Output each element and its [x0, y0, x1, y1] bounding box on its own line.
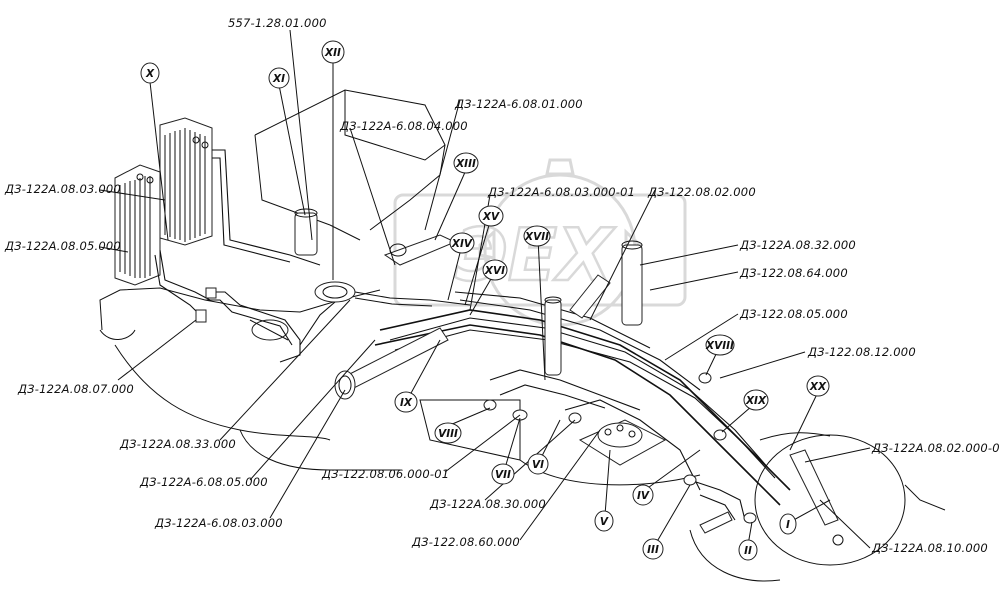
marker-xiv: XIV [449, 232, 475, 254]
svg-text:IX: IX [400, 397, 413, 409]
part-label-dz-122a-08-05-000: ДЗ-122А.08.05.000 [4, 239, 121, 253]
hydraulic-motor-left [249, 319, 289, 341]
marker-iv: IV [632, 484, 654, 506]
cylinder-lift-left [334, 327, 449, 400]
marker-ix: IX [394, 391, 418, 413]
part-label-dz-122-08-02-000: ДЗ-122.08.02.000 [647, 185, 756, 199]
front-wheel [689, 432, 946, 582]
part-label-dz-122a-08-07-000: ДЗ-122А.08.07.000 [17, 382, 134, 396]
roman-markers: X XI XII XIII XIV XV XVI XVII IX VIII VI… [140, 40, 830, 561]
oil-cooler-rear [159, 117, 213, 246]
svg-text:XII: XII [324, 47, 341, 59]
filter-canister [294, 208, 318, 256]
svg-text:XVI: XVI [484, 265, 505, 277]
svg-text:X: X [145, 68, 155, 80]
marker-xviii: XVIII [705, 334, 735, 356]
marker-vi: VI [527, 453, 549, 475]
part-label-dz-122a-6-08-03-000-01: ДЗ-122А-6.08.03.000-01 [487, 185, 635, 199]
tractor-body-outline [99, 89, 446, 471]
svg-text:XI: XI [272, 73, 285, 85]
part-label-dz-122a-6-08-03-000: ДЗ-122А-6.08.03.000 [154, 516, 283, 530]
marker-xx: XX [806, 375, 830, 397]
marker-ii: II [738, 539, 758, 561]
part-label-dz-122a-08-33-000: ДЗ-122А.08.33.000 [119, 437, 236, 451]
part-label-dz-122-08-05-000: ДЗ-122.08.05.000 [739, 307, 848, 321]
pipework-lower [419, 369, 757, 534]
svg-text:IV: IV [637, 490, 650, 502]
pipework-left [154, 149, 471, 363]
svg-text:VI: VI [532, 459, 544, 471]
cylinder-front-wheel [789, 449, 844, 546]
main-frame [374, 291, 791, 506]
svg-text:V: V [600, 516, 609, 528]
marker-iii: III [642, 538, 664, 560]
oil-cooler-front [114, 164, 161, 286]
svg-text:XIX: XIX [745, 395, 767, 407]
leader-lines [99, 29, 871, 549]
marker-xi: XI [268, 67, 290, 89]
part-label-dz-122a-6-08-04-000: ДЗ-122А-6.08.04.000 [339, 119, 468, 133]
part-label-dz-122a-08-02-000-01: ДЗ-122А.08.02.000-01 [871, 441, 1000, 455]
marker-leaders [149, 60, 831, 546]
marker-v: V [594, 510, 614, 532]
svg-text:I: I [786, 519, 790, 531]
part-labels: 557-1.28.01.000 ДЗ-122А-6.08.01.000 ДЗ-1… [4, 16, 1000, 555]
svg-text:XIV: XIV [451, 238, 473, 250]
svg-text:VII: VII [495, 469, 511, 481]
part-label-dz-122a-08-32-000: ДЗ-122А.08.32.000 [739, 238, 856, 252]
part-label-dz-122a-6-08-05-000: ДЗ-122А-6.08.05.000 [139, 475, 268, 489]
marker-xv: XV [478, 205, 504, 227]
part-label-dz-122-08-60-000: ДЗ-122.08.60.000 [411, 535, 520, 549]
part-label-dz-122a-08-30-000: ДЗ-122А.08.30.000 [429, 497, 546, 511]
part-label-dz-122-08-06-000-01: ДЗ-122.08.06.000-01 [321, 467, 449, 481]
marker-xii: XII [321, 40, 345, 64]
marker-xvii: XVII [523, 225, 551, 247]
marker-xiii: XIII [453, 152, 479, 174]
cylinder-diagonal [569, 274, 611, 319]
cylinder-lift-right [544, 296, 562, 376]
svg-text:II: II [744, 545, 752, 557]
svg-text:VIII: VIII [438, 428, 458, 440]
part-label-dz-122-08-12-000: ДЗ-122.08.12.000 [807, 345, 916, 359]
svg-text:III: III [647, 544, 659, 556]
svg-text:XX: XX [809, 381, 827, 393]
marker-vii: VII [491, 463, 515, 485]
part-label-dz-122-08-64-000: ДЗ-122.08.64.000 [739, 266, 848, 280]
svg-text:XVII: XVII [524, 231, 549, 243]
rotary-turntable [578, 419, 667, 466]
part-label-dz-122a-6-08-01-000: ДЗ-122А-6.08.01.000 [454, 97, 583, 111]
svg-text:XV: XV [482, 211, 500, 223]
part-label-557-1-28-01-000: 557-1.28.01.000 [228, 16, 327, 30]
marker-xvi: XVI [482, 259, 508, 281]
part-label-dz-122a-08-10-000: ДЗ-122А.08.10.000 [871, 541, 988, 555]
marker-viii: VIII [434, 422, 462, 444]
hydraulic-pump [314, 281, 356, 303]
marker-i: I [779, 513, 797, 535]
marker-xix: XIX [743, 389, 769, 411]
svg-text:XVIII: XVIII [705, 340, 734, 352]
svg-text:XIII: XIII [455, 158, 476, 170]
part-label-dz-122a-08-03-000: ДЗ-122А.08.03.000 [4, 182, 121, 196]
marker-x: X [140, 62, 160, 84]
cylinder-vertical-rear [621, 240, 643, 326]
